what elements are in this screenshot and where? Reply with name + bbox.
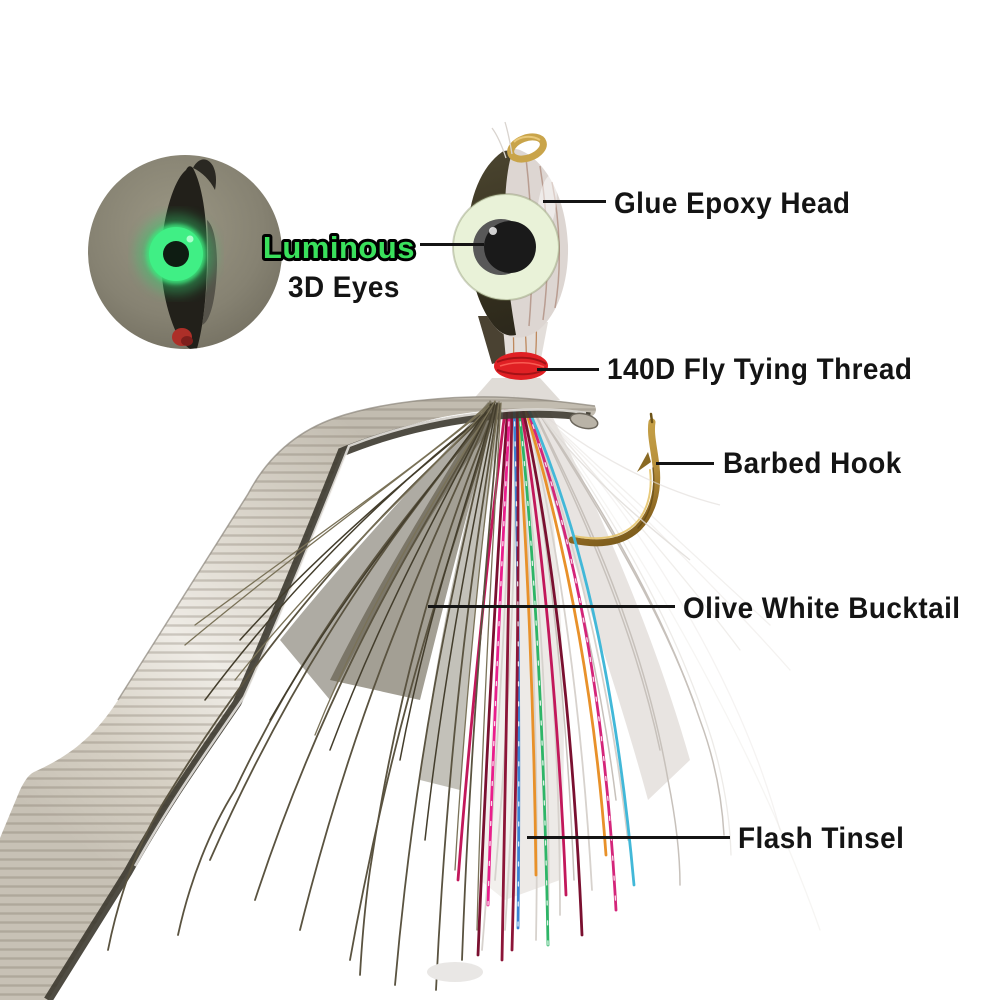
luminous-caption: Luminous bbox=[260, 227, 418, 268]
white-wisps bbox=[532, 405, 721, 561]
thread-wrap bbox=[494, 352, 548, 380]
luminous-3d-eye bbox=[452, 193, 560, 301]
callout-label-flash-tinsel: Flash Tinsel bbox=[738, 822, 905, 855]
inset-photo-luminous-eye bbox=[88, 155, 282, 349]
barbed-hook bbox=[568, 412, 661, 547]
callout-line-olive-white-bucktail bbox=[428, 605, 675, 608]
olive-bucktail-fibers bbox=[107, 400, 502, 991]
callout-label-fly-tying-thread: 140D Fly Tying Thread bbox=[607, 353, 913, 386]
callout-line-luminous-eyes bbox=[420, 243, 484, 246]
callout-label-olive-white-bucktail: Olive White Bucktail bbox=[683, 592, 961, 625]
hook-eye bbox=[507, 133, 547, 163]
flash-tinsel-fibers bbox=[456, 398, 636, 962]
soft-shadow bbox=[427, 962, 483, 982]
callout-label-barbed-hook: Barbed Hook bbox=[723, 447, 902, 480]
luminous-caption-text: Luminous bbox=[263, 230, 415, 265]
callout-line-fly-tying-thread bbox=[537, 368, 599, 371]
fly-head bbox=[452, 121, 569, 338]
callout-line-glue-epoxy-head bbox=[543, 200, 606, 203]
callout-label-glue-epoxy-head: Glue Epoxy Head bbox=[614, 187, 851, 220]
callout-line-barbed-hook bbox=[656, 462, 714, 465]
caption-3d-eyes: 3D Eyes bbox=[288, 271, 400, 304]
callout-line-flash-tinsel bbox=[527, 836, 730, 839]
